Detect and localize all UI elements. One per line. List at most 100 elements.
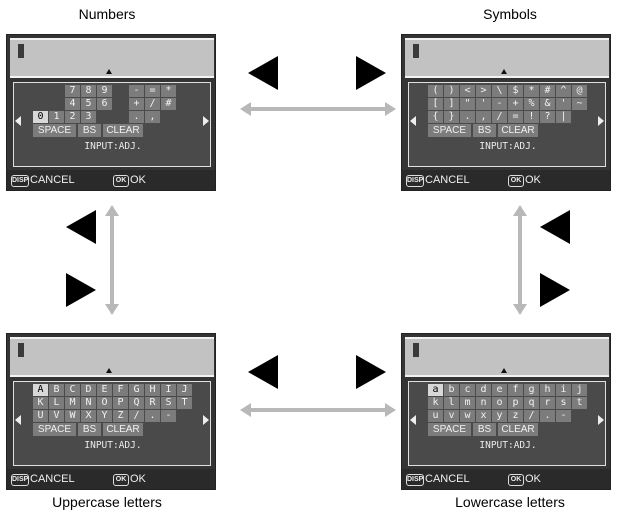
char-key[interactable]: = — [145, 85, 160, 97]
char-key[interactable]: w — [460, 410, 475, 422]
char-key[interactable]: ' — [476, 98, 491, 110]
clear-button[interactable]: CLEAR — [498, 423, 538, 436]
char-key[interactable]: | — [556, 111, 571, 123]
char-key[interactable]: ? — [540, 111, 555, 123]
char-key[interactable]: I — [161, 384, 176, 396]
char-key[interactable]: + — [129, 98, 144, 110]
char-key[interactable]: - — [492, 98, 507, 110]
clear-button[interactable]: CLEAR — [103, 423, 143, 436]
char-key[interactable]: i — [556, 384, 571, 396]
char-key[interactable]: N — [81, 397, 96, 409]
char-key[interactable]: R — [145, 397, 160, 409]
backspace-button[interactable]: BS — [473, 423, 496, 436]
char-key[interactable]: P — [113, 397, 128, 409]
char-key[interactable]: o — [492, 397, 507, 409]
disp-button-icon[interactable]: DISP — [406, 175, 424, 187]
scroll-right-icon[interactable] — [203, 116, 209, 126]
char-key[interactable]: @ — [572, 85, 587, 97]
char-key[interactable]: 1 — [49, 111, 64, 123]
char-key[interactable]: a — [428, 384, 443, 396]
char-key[interactable]: ! — [524, 111, 539, 123]
char-key[interactable]: * — [524, 85, 539, 97]
char-key[interactable]: D — [81, 384, 96, 396]
ok-button-icon[interactable]: OK — [508, 175, 524, 187]
char-key[interactable]: l — [444, 397, 459, 409]
backspace-button[interactable]: BS — [78, 423, 101, 436]
char-key[interactable]: 3 — [81, 111, 96, 123]
char-key[interactable]: e — [492, 384, 507, 396]
ok-button-icon[interactable]: OK — [113, 474, 129, 486]
char-key[interactable]: 6 — [97, 98, 112, 110]
clear-button[interactable]: CLEAR — [498, 124, 538, 137]
backspace-button[interactable]: BS — [473, 124, 496, 137]
char-key[interactable]: " — [460, 98, 475, 110]
char-key[interactable]: x — [476, 410, 491, 422]
ok-button-icon[interactable]: OK — [113, 175, 129, 187]
char-key[interactable]: q — [524, 397, 539, 409]
scroll-left-icon[interactable] — [15, 116, 21, 126]
char-key[interactable]: & — [540, 98, 555, 110]
char-key[interactable]: d — [476, 384, 491, 396]
char-key[interactable]: f — [508, 384, 523, 396]
char-key[interactable]: - — [161, 410, 176, 422]
char-key[interactable]: J — [177, 384, 192, 396]
char-key[interactable]: 0 — [33, 111, 48, 123]
clear-button[interactable]: CLEAR — [103, 124, 143, 137]
char-key[interactable]: F — [113, 384, 128, 396]
char-key[interactable]: - — [556, 410, 571, 422]
ok-button-icon[interactable]: OK — [508, 474, 524, 486]
char-key[interactable]: u — [428, 410, 443, 422]
char-key[interactable]: B — [49, 384, 64, 396]
char-key[interactable]: / — [492, 111, 507, 123]
char-key[interactable]: H — [145, 384, 160, 396]
char-key[interactable]: 7 — [65, 85, 80, 97]
char-key[interactable]: 8 — [81, 85, 96, 97]
char-key[interactable]: G — [129, 384, 144, 396]
space-button[interactable]: SPACE — [33, 124, 76, 137]
char-key[interactable]: A — [33, 384, 48, 396]
char-key[interactable]: O — [97, 397, 112, 409]
char-key[interactable]: b — [444, 384, 459, 396]
space-button[interactable]: SPACE — [428, 423, 471, 436]
scroll-left-icon[interactable] — [410, 415, 416, 425]
char-key[interactable]: # — [540, 85, 555, 97]
char-key[interactable]: p — [508, 397, 523, 409]
char-key[interactable]: 5 — [81, 98, 96, 110]
char-key[interactable]: > — [476, 85, 491, 97]
char-key[interactable]: k — [428, 397, 443, 409]
char-key[interactable]: 2 — [65, 111, 80, 123]
char-key[interactable]: T — [177, 397, 192, 409]
char-key[interactable]: { — [428, 111, 443, 123]
scroll-right-icon[interactable] — [598, 415, 604, 425]
char-key[interactable]: s — [556, 397, 571, 409]
char-key[interactable]: 4 — [65, 98, 80, 110]
char-key[interactable]: / — [129, 410, 144, 422]
char-key[interactable]: V — [49, 410, 64, 422]
space-button[interactable]: SPACE — [428, 124, 471, 137]
char-key[interactable]: y — [492, 410, 507, 422]
char-key[interactable]: ( — [428, 85, 443, 97]
disp-button-icon[interactable]: DISP — [11, 175, 29, 187]
disp-button-icon[interactable]: DISP — [406, 474, 424, 486]
char-key[interactable]: < — [460, 85, 475, 97]
char-key[interactable]: + — [508, 98, 523, 110]
scroll-left-icon[interactable] — [410, 116, 416, 126]
char-key[interactable]: $ — [508, 85, 523, 97]
char-key[interactable]: Z — [113, 410, 128, 422]
char-key[interactable]: . — [145, 410, 160, 422]
backspace-button[interactable]: BS — [78, 124, 101, 137]
char-key[interactable]: v — [444, 410, 459, 422]
char-key[interactable]: h — [540, 384, 555, 396]
char-key[interactable]: , — [145, 111, 160, 123]
char-key[interactable]: M — [65, 397, 80, 409]
scroll-right-icon[interactable] — [203, 415, 209, 425]
char-key[interactable]: S — [161, 397, 176, 409]
char-key[interactable]: ^ — [556, 85, 571, 97]
char-key[interactable]: K — [33, 397, 48, 409]
char-key[interactable]: = — [508, 111, 523, 123]
disp-button-icon[interactable]: DISP — [11, 474, 29, 486]
char-key[interactable]: } — [444, 111, 459, 123]
char-key[interactable]: # — [161, 98, 176, 110]
char-key[interactable]: / — [145, 98, 160, 110]
char-key[interactable]: Y — [97, 410, 112, 422]
